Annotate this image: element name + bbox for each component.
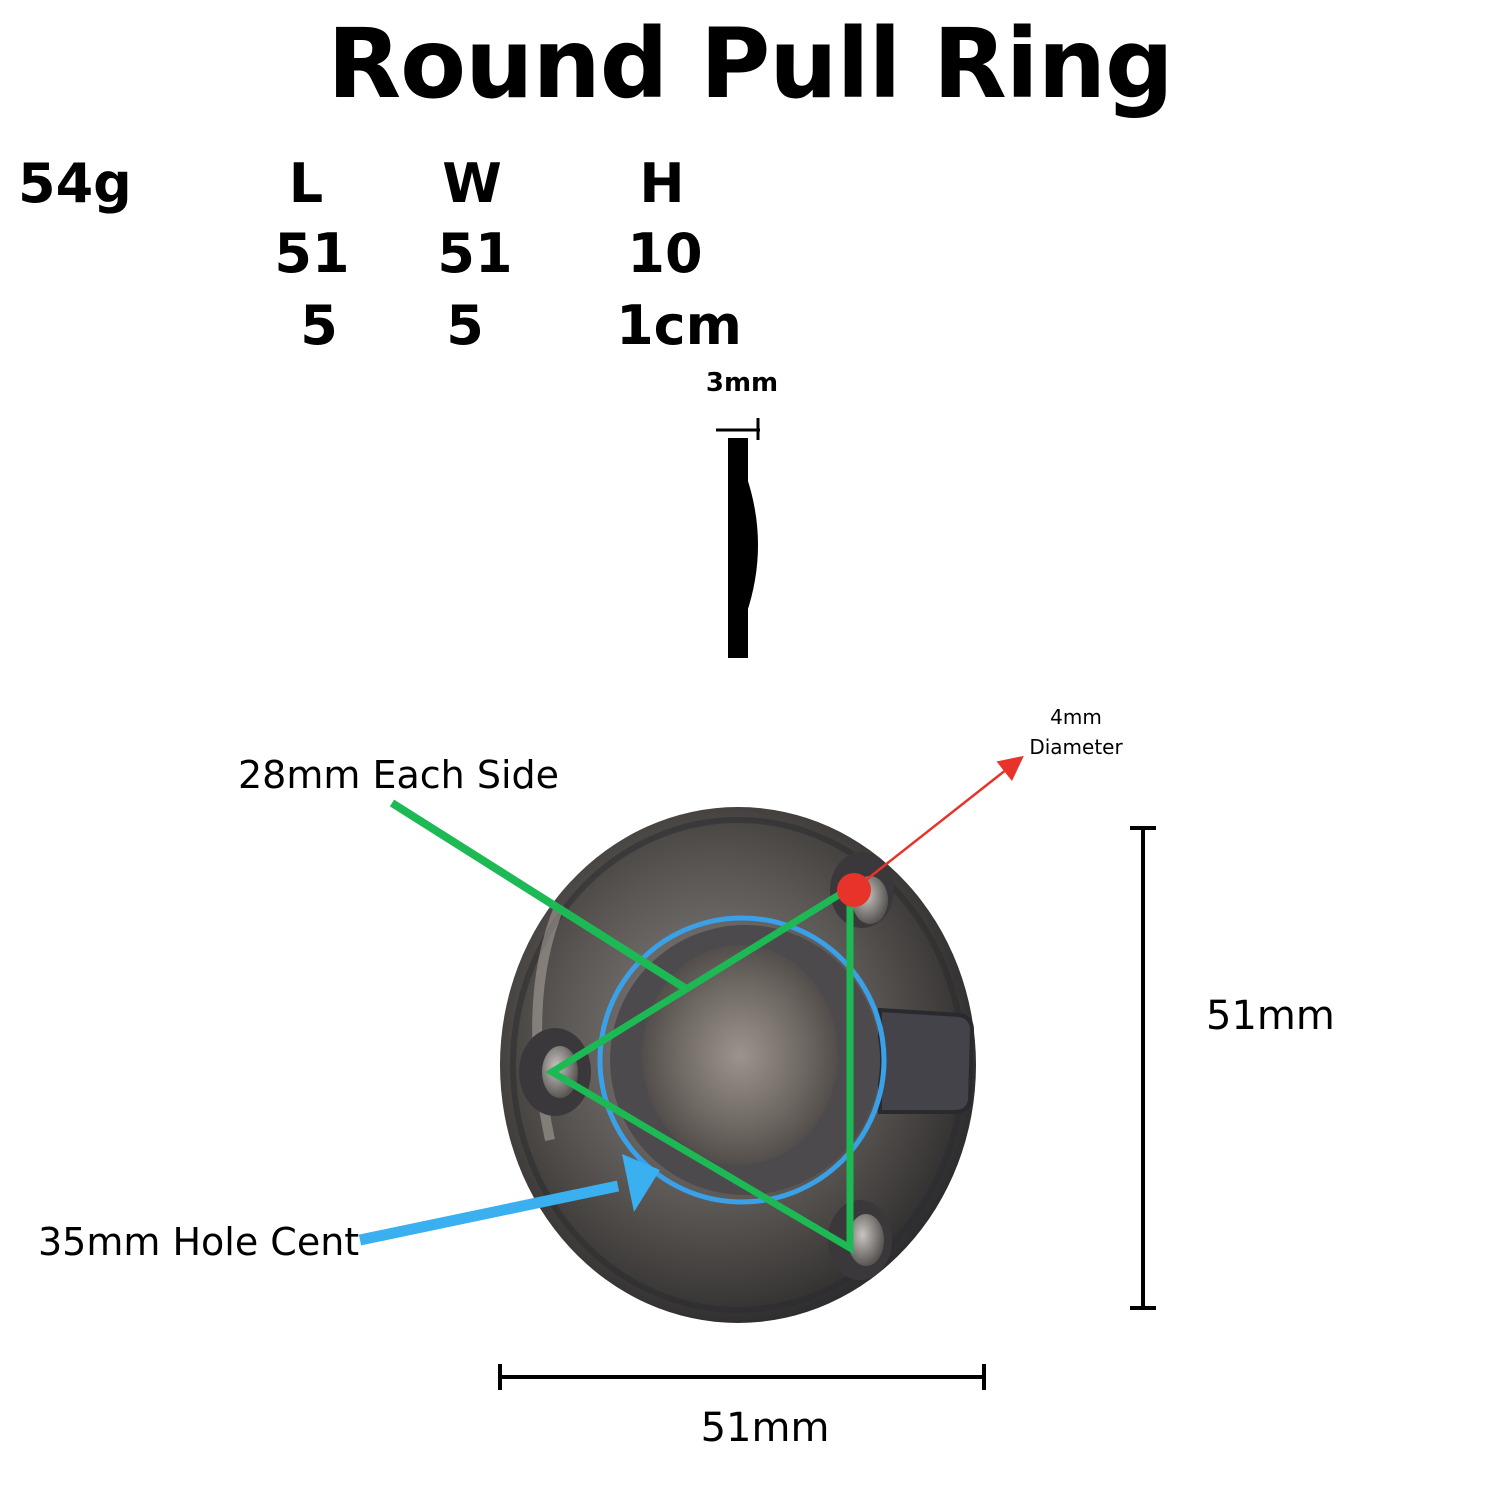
screw-hole-label-line1: 4mm xyxy=(1050,705,1102,729)
screw-hole-arrow xyxy=(865,755,1024,881)
width-dimension-label: 51mm xyxy=(700,1405,830,1451)
height-cm: 1cm xyxy=(616,294,742,357)
triangle-side-label: 28mm Each Side xyxy=(238,753,559,797)
weight-value: 54g xyxy=(18,152,132,215)
height-dimension-label: 51mm xyxy=(1206,993,1335,1039)
header-height: H xyxy=(639,152,685,215)
height-mm: 10 xyxy=(627,222,703,285)
screw-triangle xyxy=(545,881,854,1255)
ring-dome xyxy=(642,945,838,1165)
header-width: W xyxy=(442,152,502,215)
hole-center-arrow-shaft xyxy=(358,1180,620,1246)
hole-center-label: 35mm Hole Cent xyxy=(38,1220,360,1264)
triangle-pointer-line xyxy=(389,799,691,994)
screw-hole-label: 4mm Diameter xyxy=(1029,702,1122,762)
pull-ring-photo xyxy=(500,807,976,1323)
width-mm: 51 xyxy=(437,222,513,285)
width-dimension xyxy=(498,1364,986,1390)
hole-center-arrow-head xyxy=(622,1154,660,1212)
width-cm: 5 xyxy=(446,294,484,357)
thickness-label: 3mm xyxy=(705,368,779,398)
page-title: Round Pull Ring xyxy=(327,8,1174,120)
header-length: L xyxy=(288,152,324,215)
screw-hole-marker xyxy=(837,873,871,907)
height-dimension xyxy=(1130,826,1156,1310)
length-cm: 5 xyxy=(300,294,338,357)
screw-hole-label-line2: Diameter xyxy=(1029,735,1123,759)
hole-center-circle xyxy=(597,915,887,1205)
ring-tab xyxy=(878,1007,975,1114)
length-mm: 51 xyxy=(274,222,350,285)
profile-dome xyxy=(746,475,758,615)
profile-plate xyxy=(728,438,748,658)
side-profile xyxy=(716,418,760,658)
screw-bottom xyxy=(848,1214,884,1266)
